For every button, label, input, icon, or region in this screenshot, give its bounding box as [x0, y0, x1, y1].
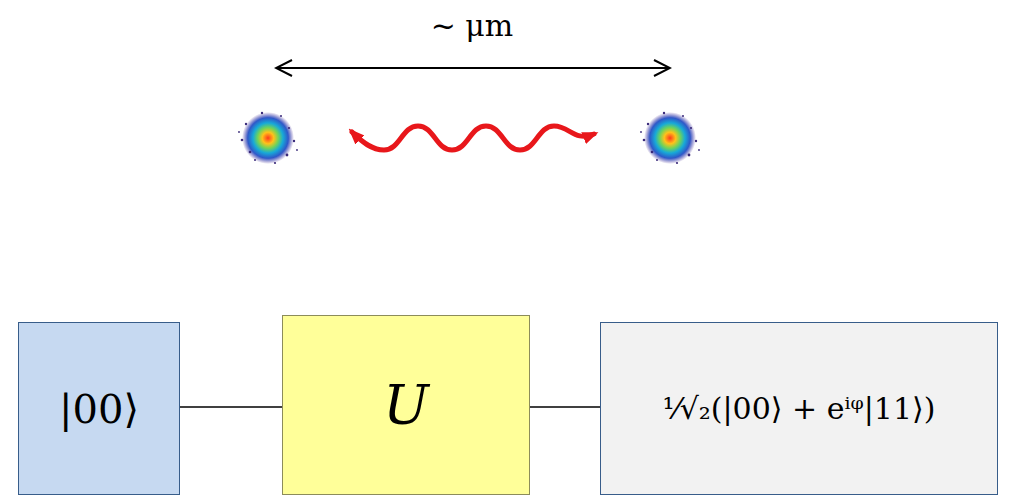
atom-left — [238, 112, 298, 164]
output-state-box: ¹⁄√₂(|00⟩ + eⁱᵠ|11⟩) — [600, 322, 998, 495]
distance-arrow — [276, 67, 670, 69]
state-box: |00⟩ — [18, 322, 180, 495]
node-text: ¹⁄√₂(|00⟩ + eⁱᵠ|11⟩) — [663, 391, 936, 426]
wire-connector — [180, 406, 282, 408]
distance-label: ~ μm — [431, 8, 514, 43]
atom-right — [640, 112, 700, 164]
node-text: |00⟩ — [59, 386, 139, 432]
photon-wave — [352, 126, 594, 150]
node-text: U — [383, 374, 429, 437]
unitary-box: U — [282, 315, 530, 495]
wire-connector — [530, 406, 600, 408]
